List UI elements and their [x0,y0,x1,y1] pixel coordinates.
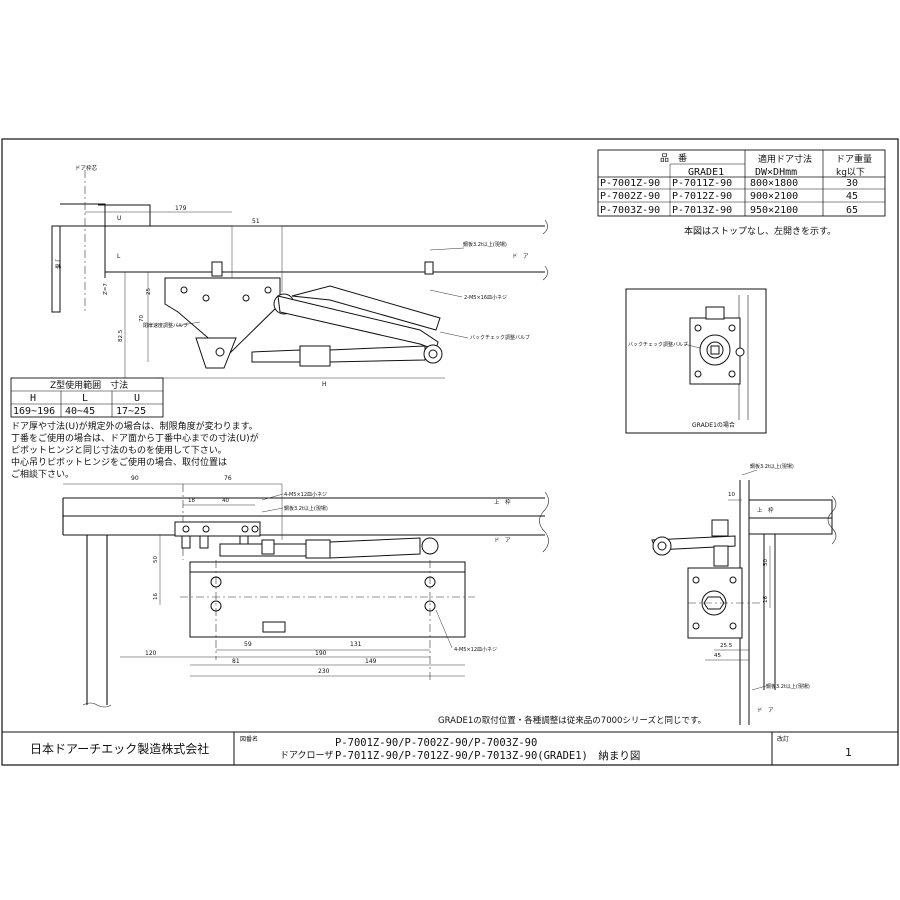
front-dim-120: 120 [145,650,157,657]
front-top-frame-label: 上 枠 [494,498,511,506]
spec-header-door-size-unit: DW×DHmm [755,167,797,178]
spec-cell-std: P-7001Z-90 [600,178,660,189]
z-table-title: Z型使用範囲 寸法 [50,379,128,391]
side-view: 上 枠 ド ア 50 16 10 25.5 45 鋼板3.2t以上(現場) 鋼板… [651,463,837,725]
front-dim-40: 40 [222,498,229,504]
note-line: 丁番をご使用の場合は、ドア面から丁番中心までの寸法(U)が [11,432,259,444]
title-line-2: P-7011Z-90/P-7012Z-90/P-7013Z-90(GRADE1)… [335,749,640,762]
spec-cell-weight: 30 [846,178,858,189]
top-dim-h: H [322,381,327,388]
front-dim-81: 81 [232,658,240,665]
top-dim-70: 70 [139,315,145,322]
front-dim-190: 190 [315,650,327,657]
side-dim-25-5: 25.5 [720,643,733,649]
front-view: 上 枠 ド ア 90 76 18 40 5 [62,475,549,708]
side-dim-45: 45 [714,653,721,659]
z-range-table: Z型使用範囲 寸法 H 169~196 L 40~45 U 17~25 [10,377,164,418]
spec-header-hinban: 品 番 [660,152,687,164]
spec-cell-grade1: P-7011Z-90 [672,178,732,189]
spec-cell-grade1: P-7013Z-90 [672,205,732,216]
z-table-header: L [82,393,88,404]
top-dim-25: 25 [146,288,152,295]
top-dim-179: 179 [175,205,187,212]
front-screw-top-callout: 4-M5×12皿小ネジ [284,491,327,498]
grade1-callout: バックチェック調整バルブ [628,341,688,348]
top-dim-u: U [117,215,121,222]
top-dim-82-5: 82.5 [118,329,124,342]
spec-cell-size: 900×2100 [750,191,798,202]
front-dim-59: 59 [244,641,252,648]
grade1-inset: バックチェック調整バルブ GRADE1の場合 [625,288,767,434]
drawing-name-label: 図番名 [240,735,258,743]
front-dim-131: 131 [350,641,362,648]
front-dim-149: 149 [365,658,377,665]
top-door-label: ド ア [512,253,529,260]
top-hinge-label: 丁番 [54,258,61,270]
side-dim-50: 50 [763,559,769,566]
spec-table: 品 番 GRADE1 適用ドア寸法 DW×DHmm ドア重量 kg以下 P-70… [597,149,886,217]
note-line: ピボットヒンジと同じ寸法のものを使用して下さい。 [11,444,227,456]
spec-cell-grade1: P-7012Z-90 [672,191,732,202]
revision-value: 1 [845,746,852,759]
company-name: 日本ドアーチエック製造株式会社 [30,741,209,756]
spec-header-weight-unit: kg以下 [836,168,865,178]
side-plate-top-callout: 鋼板3.2t以上(現場) [750,463,794,470]
top-close-speed-callout: 閉扉速度調整バルブ [143,322,188,329]
z-table-value: 17~25 [116,406,146,417]
title-line-1: P-7001Z-90/P-7002Z-90/P-7003Z-90 [335,737,537,749]
top-door-frame-label: ドア枠芯 [75,164,98,172]
z-table-value: 40~45 [65,406,95,417]
z-table-value: 169~196 [13,406,55,417]
top-dim-51: 51 [252,218,260,225]
side-plate-bottom-callout: 鋼板3.2t以上(現場) [766,683,810,690]
front-dim-230: 230 [318,668,330,675]
front-dim-16: 16 [153,593,159,600]
drawing-border [1,138,899,766]
top-backcheck-callout: バックチェック調整バルブ [470,334,530,341]
side-top-frame-label: 上 枠 [757,506,774,514]
spec-cell-weight: 45 [846,191,858,202]
revision-label: 改訂 [777,735,789,743]
side-dim-16: 16 [763,596,769,603]
note-line: 中心吊りピボットヒンジをご使用の場合、取付位置は [11,456,227,468]
spec-header-door-size: 適用ドア寸法 [758,153,812,165]
spec-header-weight: ドア重量 [836,153,872,165]
top-view: ドア枠芯 丁番 ド ア 179 51 U L Z=7 82.5 70 25 H … [51,164,548,388]
front-dim-50: 50 [153,556,159,563]
spec-cell-std: P-7003Z-90 [600,205,660,216]
front-plate-callout: 鋼板3.2t以上(現場) [284,505,328,512]
installation-notes: ドア厚や寸法(U)が規定外の場合は、制限角度が変わります。丁番をご使用の場合は、… [11,420,259,480]
side-door-label: ド ア [757,707,774,714]
front-screw-body-callout: 4-M5×12皿小ネジ [454,646,497,653]
grade1-caption: GRADE1の場合 [692,421,735,429]
spec-cell-weight: 65 [846,205,858,216]
spec-cell-size: 950×2100 [750,205,798,216]
spec-cell-std: P-7002Z-90 [600,191,660,202]
front-dim-90: 90 [131,475,139,482]
note-line: ドア厚や寸法(U)が規定外の場合は、制限角度が変わります。 [11,420,258,432]
note-line: ご相談下さい。 [11,468,74,480]
top-dim-z: Z=7 [103,283,109,295]
z-table-header: U [134,393,140,404]
grade1-install-note: GRADE1の取付位置・各種調整は従来品の7000シリーズと同じです。 [438,715,706,726]
front-dim-76: 76 [224,475,232,482]
spec-cell-size: 800×1800 [750,178,798,189]
side-dim-10: 10 [728,492,735,498]
front-door-label: ド ア [494,537,511,544]
top-plate-callout: 鋼板3.2t以上(現場) [463,241,507,248]
top-screw-callout: 2-M5×16皿小ネジ [464,294,507,301]
z-table-header: H [30,393,36,404]
spec-note: 本図はストップなし、左開きを示す。 [684,225,836,237]
product-label: ドアクローザ [280,750,333,761]
top-dim-l: L [117,253,121,260]
spec-header-grade1: GRADE1 [688,167,724,178]
front-dim-18: 18 [188,498,195,504]
